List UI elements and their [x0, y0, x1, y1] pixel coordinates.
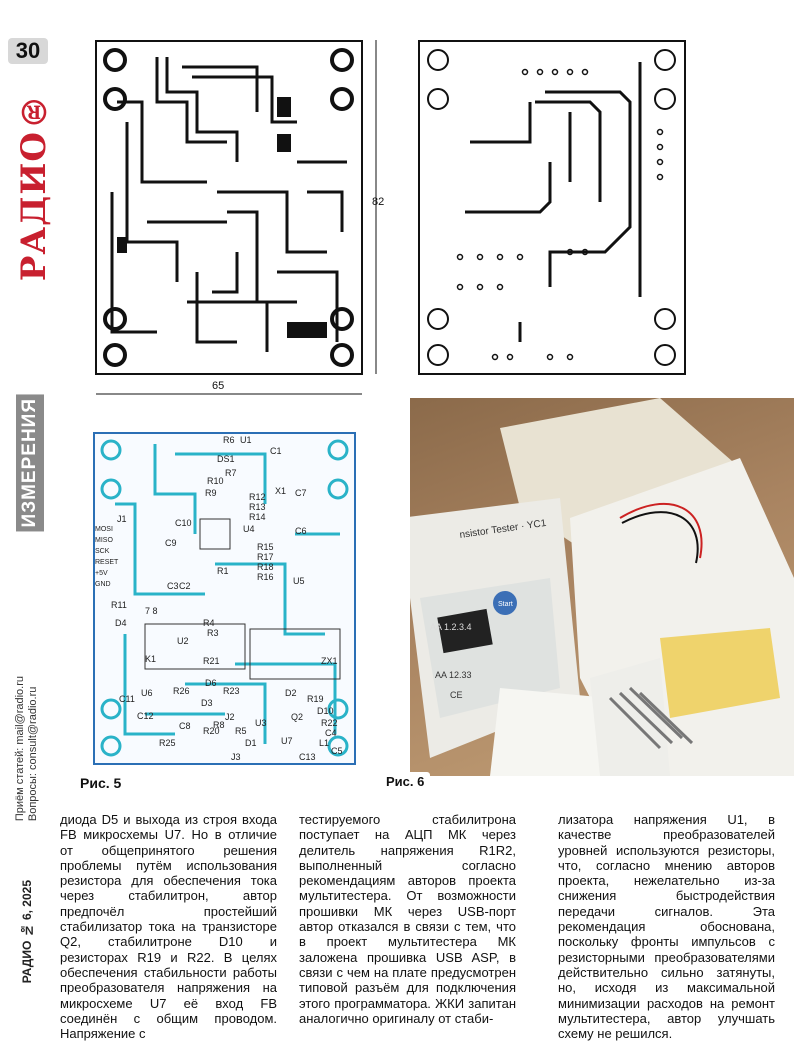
silk-label: SCK	[95, 548, 110, 555]
silk-label: R23	[223, 686, 240, 696]
silk-label: R13	[249, 502, 266, 512]
silk-label: C7	[295, 488, 307, 498]
article-column-1: диода D5 и выхода из строя входа FB микр…	[60, 812, 277, 1041]
silk-label: D2	[285, 688, 297, 698]
page-sidebar: 30 РАДИО® ИЗМЕРЕНИЯ Приём статей: mail@r…	[0, 0, 60, 1028]
magazine-logo: РАДИО®	[14, 90, 54, 282]
dimension-lines	[96, 40, 377, 395]
silk-label: MISO	[95, 537, 113, 544]
silk-label: U5	[293, 576, 305, 586]
silk-label: R18	[257, 562, 274, 572]
silk-label: R16	[257, 572, 274, 582]
silk-label: R17	[257, 552, 274, 562]
silk-label: D3	[201, 698, 213, 708]
silk-label: U3	[255, 718, 267, 728]
silk-label: D6	[205, 678, 217, 688]
silk-label: GND	[95, 581, 111, 588]
silk-label: D1	[245, 738, 257, 748]
silk-label: K1	[145, 654, 156, 664]
silk-label: R22	[321, 718, 338, 728]
article-column-2: тестируемого стабилитрона поступает на А…	[299, 812, 516, 1026]
silk-label: R10	[207, 476, 224, 486]
photo-text-screen: AA 1.2.3.4	[430, 622, 472, 632]
silk-label: C10	[175, 518, 192, 528]
silk-label: J3	[231, 752, 241, 762]
pcb-bottom-traces	[427, 49, 676, 366]
dim-width: 65	[212, 380, 225, 392]
silk-label: J2	[225, 712, 235, 722]
silk-label: C11	[119, 694, 135, 704]
silk-label: R5	[235, 726, 247, 736]
pcb-silkscreen-drawing: R6 U1 C1 DS1 R10 R9 R7 R12 R13 R14 X1 C7…	[93, 432, 356, 765]
silk-label: R8	[213, 720, 225, 730]
silk-label: R7	[225, 468, 237, 478]
photo-text-start: Start	[498, 601, 513, 608]
silk-label: R21	[203, 656, 220, 666]
silk-label: R14	[249, 512, 266, 522]
silk-label: R11	[111, 600, 127, 610]
silk-label: C12	[137, 711, 154, 721]
contacts-articles: Приём статей: mail@radio.ru	[14, 676, 26, 822]
silk-label: R26	[173, 686, 190, 696]
photo-text-screen-bottom: AA 12.33	[435, 670, 472, 680]
silk-label: U4	[243, 524, 255, 534]
contacts-questions: Вопросы: consult@radio.ru	[27, 686, 39, 822]
silk-label: U7	[281, 736, 293, 746]
silk-label: U2	[177, 636, 189, 646]
pcb-top-traces	[103, 48, 354, 367]
silk-label: 7 8	[145, 606, 158, 616]
section-tag: ИЗМЕРЕНИЯ	[16, 394, 44, 532]
silk-label: R15	[257, 542, 274, 552]
silk-label: R4	[203, 618, 215, 628]
silk-label: ZX1	[321, 656, 338, 666]
figure-5-caption: Рис. 5	[80, 775, 122, 791]
silk-label: C1	[270, 446, 282, 456]
silk-label: R9	[205, 488, 217, 498]
silk-label: R19	[307, 694, 324, 704]
silk-label: C2	[179, 581, 191, 591]
silk-label: C9	[165, 538, 177, 548]
silk-label: U1	[240, 435, 252, 445]
silk-label: +5V	[95, 570, 108, 577]
pcb-bottom-drawing	[418, 40, 686, 375]
silk-label: C3	[167, 581, 179, 591]
photo-text-ce: CE	[450, 690, 463, 700]
silk-label: R20	[203, 726, 220, 736]
silk-label: R3	[207, 628, 219, 638]
silk-label: Q2	[291, 712, 303, 722]
silk-label: D4	[115, 618, 127, 628]
figure-6-caption: Рис. 6	[380, 772, 431, 791]
silk-label: RESET	[95, 559, 119, 566]
silk-label: R25	[159, 738, 176, 748]
contacts-block: Приём статей: mail@radio.ru Вопросы: con…	[14, 676, 40, 821]
pcb-silkscreen-traces: R6 U1 C1 DS1 R10 R9 R7 R12 R13 R14 X1 C7…	[95, 435, 349, 762]
silk-label: R12	[249, 492, 266, 502]
dim-height: 82	[372, 196, 385, 208]
pcb-top-drawing	[95, 40, 363, 375]
silk-label: C5	[331, 746, 343, 756]
silk-label: J1	[117, 514, 127, 524]
silk-label: D10	[317, 706, 334, 716]
silk-label: L1	[319, 738, 329, 748]
silk-label: U6	[141, 688, 153, 698]
issue-label: РАДИО № 6, 2025	[20, 880, 34, 984]
silk-label: X1	[275, 486, 286, 496]
silk-label: R1	[217, 566, 229, 576]
silk-label: C8	[179, 721, 191, 731]
silk-label: C13	[299, 752, 316, 762]
article-column-3: лизатора напряжения U1, в качестве преоб…	[558, 812, 775, 1041]
photo-illustration: nsistor Tester · YC1 AA 1.2.3.4 AA 12.33…	[410, 398, 794, 776]
silk-label: C6	[295, 526, 307, 536]
device-photo: nsistor Tester · YC1 AA 1.2.3.4 AA 12.33…	[410, 398, 794, 776]
silk-label: C4	[325, 728, 337, 738]
silk-label: DS1	[217, 454, 235, 464]
silk-label: R6	[223, 435, 235, 445]
silk-label: MOSI	[95, 526, 113, 533]
page-number: 30	[8, 38, 48, 64]
